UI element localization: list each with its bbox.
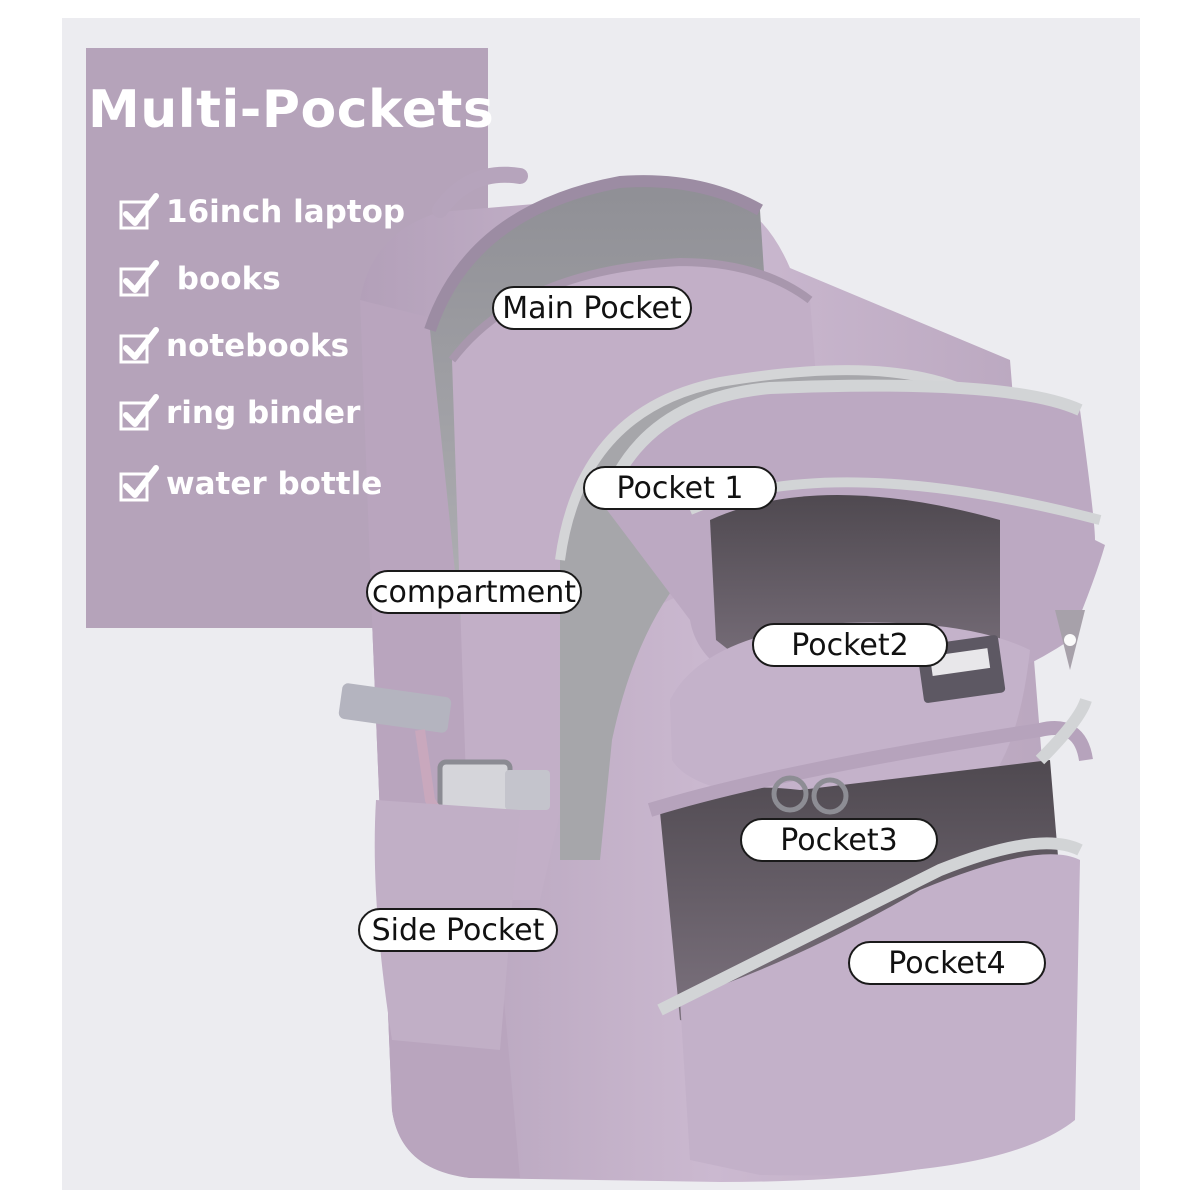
feature-item: water bottle <box>118 462 382 506</box>
feature-item: 16inch laptop <box>118 190 405 234</box>
pocket-4-panel <box>680 854 1080 1176</box>
panel-title: Multi-Pockets <box>88 80 495 140</box>
feature-label: 16inch laptop <box>166 194 406 230</box>
checkbox-check-icon <box>119 327 159 364</box>
d-ring-right <box>811 777 849 815</box>
feature-label: books <box>166 261 281 297</box>
callout-pocket-3: Pocket3 <box>740 818 938 862</box>
callout-main-pocket: Main Pocket <box>492 286 692 330</box>
checkbox-check-icon <box>119 260 159 297</box>
callout-pocket-2: Pocket2 <box>752 623 948 667</box>
callout-compartment: compartment <box>366 570 582 614</box>
feature-item: ring binder <box>118 391 360 435</box>
checkbox-check-icon <box>119 193 159 230</box>
d-ring-left <box>771 775 809 813</box>
feature-label: notebooks <box>166 328 350 364</box>
checkbox-check-icon <box>119 394 159 431</box>
checkbox-check-icon <box>119 465 159 502</box>
side-strap <box>338 683 452 733</box>
feature-item: books <box>118 257 281 301</box>
feature-item: notebooks <box>118 324 349 368</box>
feature-label: water bottle <box>166 466 383 502</box>
callout-pocket-1: Pocket 1 <box>583 466 777 510</box>
callout-pocket-4: Pocket4 <box>848 941 1046 985</box>
callout-side-pocket: Side Pocket <box>358 908 558 952</box>
feature-label: ring binder <box>166 395 361 431</box>
backpack-handle <box>432 166 528 218</box>
